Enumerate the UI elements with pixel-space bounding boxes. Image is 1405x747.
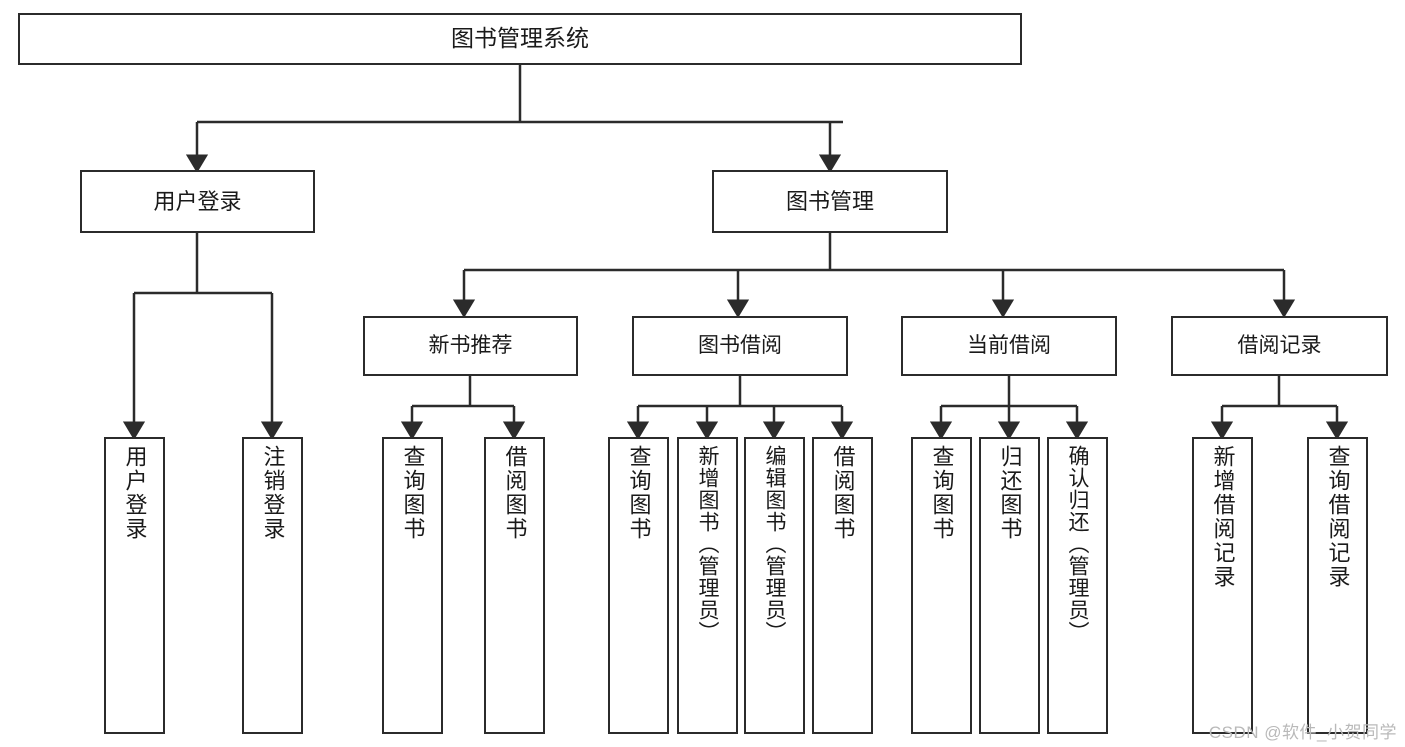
leaf-current-borrow-confirm-return-admin[interactable]: 确认归还（管理员） bbox=[1047, 437, 1108, 734]
node-label: 查询图书 bbox=[929, 445, 955, 541]
node-label: 查询借阅记录 bbox=[1325, 445, 1351, 589]
node-label: 归还图书 bbox=[997, 445, 1023, 541]
node-label: 注销登录 bbox=[260, 445, 286, 541]
node-book-borrow[interactable]: 图书借阅 bbox=[632, 316, 848, 376]
node-label: 新书推荐 bbox=[428, 333, 513, 357]
node-label: 当前借阅 bbox=[967, 333, 1051, 357]
node-label: 新增借阅记录 bbox=[1210, 445, 1236, 589]
leaf-borrow-record-add-record[interactable]: 新增借阅记录 bbox=[1192, 437, 1253, 734]
leaf-current-borrow-query-book[interactable]: 查询图书 bbox=[911, 437, 972, 734]
leaf-user-login-login[interactable]: 用户登录 bbox=[104, 437, 165, 734]
node-label: 图书管理系统 bbox=[451, 25, 589, 52]
leaf-book-borrow-edit-book-admin[interactable]: 编辑图书（管理员） bbox=[744, 437, 805, 734]
node-label: 用户登录 bbox=[153, 188, 242, 214]
node-label: 借阅图书 bbox=[830, 445, 856, 541]
node-label: 查询图书 bbox=[626, 445, 652, 541]
node-label: 借阅记录 bbox=[1237, 333, 1322, 357]
node-new-book-recommend[interactable]: 新书推荐 bbox=[363, 316, 578, 376]
csdn-watermark: CSDN @软件_小贺同学 bbox=[1208, 723, 1397, 742]
node-label: 新增图书（管理员） bbox=[696, 445, 719, 643]
leaf-current-borrow-return-book[interactable]: 归还图书 bbox=[979, 437, 1040, 734]
node-label: 图书借阅 bbox=[698, 333, 782, 357]
leaf-borrow-record-query-record[interactable]: 查询借阅记录 bbox=[1307, 437, 1368, 734]
node-user-login[interactable]: 用户登录 bbox=[80, 170, 315, 233]
node-label: 编辑图书（管理员） bbox=[763, 445, 786, 643]
node-label: 查询图书 bbox=[400, 445, 426, 541]
node-book-management[interactable]: 图书管理 bbox=[712, 170, 948, 233]
node-label: 用户登录 bbox=[122, 445, 148, 541]
node-label: 确认归还（管理员） bbox=[1066, 445, 1089, 643]
leaf-book-borrow-query-book[interactable]: 查询图书 bbox=[608, 437, 669, 734]
leaf-new-book-borrow-book[interactable]: 借阅图书 bbox=[484, 437, 545, 734]
leaf-new-book-query-book[interactable]: 查询图书 bbox=[382, 437, 443, 734]
node-current-borrow[interactable]: 当前借阅 bbox=[901, 316, 1117, 376]
node-label: 图书管理 bbox=[785, 188, 874, 214]
leaf-user-login-logout[interactable]: 注销登录 bbox=[242, 437, 303, 734]
node-root-system[interactable]: 图书管理系统 bbox=[18, 13, 1022, 65]
node-label: 借阅图书 bbox=[502, 445, 528, 541]
leaf-book-borrow-borrow-book[interactable]: 借阅图书 bbox=[812, 437, 873, 734]
node-borrow-record[interactable]: 借阅记录 bbox=[1171, 316, 1388, 376]
leaf-book-borrow-add-book-admin[interactable]: 新增图书（管理员） bbox=[677, 437, 738, 734]
